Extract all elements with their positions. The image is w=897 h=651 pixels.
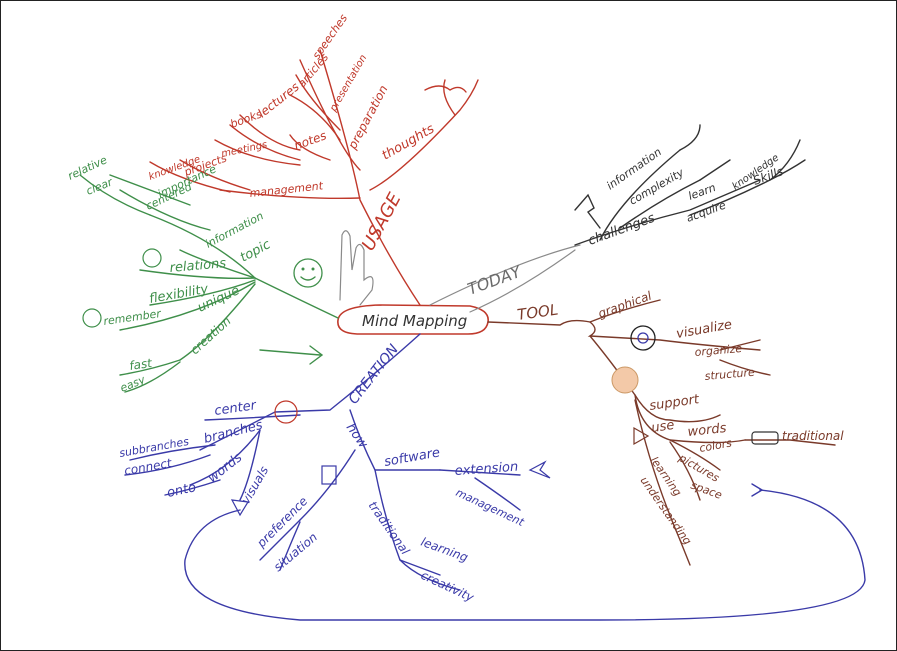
creation-connect: connect — [123, 456, 174, 478]
usage-lectures: lectures — [255, 80, 302, 121]
small-smiley-icon — [142, 248, 162, 268]
usage-label: USAGE — [358, 189, 406, 254]
topic-fast: fast — [128, 356, 154, 373]
smiley-icon — [293, 258, 323, 288]
creation-words: words — [205, 450, 245, 486]
topic-creation: creation — [188, 314, 234, 357]
tool-traditional: traditional — [782, 429, 844, 443]
creation-center: center — [213, 398, 258, 419]
number-one-icon — [274, 400, 298, 424]
topic-clear: clear — [84, 175, 115, 198]
creation-situation: situation — [271, 530, 320, 574]
usage-notes: notes — [292, 128, 328, 153]
tool-support: support — [648, 392, 700, 414]
today-label: TODAY — [465, 262, 525, 299]
remember-face-icon — [82, 308, 102, 328]
topic-relations: relations — [169, 256, 227, 276]
tool-graphical: graphical — [596, 288, 654, 320]
tool-colors: colors — [698, 436, 733, 455]
tool-words: words — [687, 421, 728, 440]
tool-label: TOOL — [516, 300, 559, 324]
return-arrow — [184, 489, 866, 621]
usage-speeches: speeches — [310, 12, 350, 62]
creation-creativity: creativity — [419, 568, 477, 605]
target-icon — [630, 325, 656, 351]
creation-extension: extension — [454, 460, 519, 479]
creation-traditional: traditional — [366, 499, 413, 558]
triangle-icon — [230, 499, 249, 517]
creation-label: CREATION — [346, 341, 403, 407]
creation-branches: branches — [202, 418, 264, 447]
usage-preparation: preparation — [345, 83, 391, 152]
creation-learning: learning — [419, 535, 470, 565]
tool-branch: TOOL graphical visualize organize struct… — [184, 288, 866, 621]
arrow-right-icon — [633, 426, 650, 446]
tool-space: space — [689, 479, 724, 502]
tool-structure: structure — [704, 366, 755, 383]
topic-remember: remember — [103, 307, 163, 328]
tool-use: use — [650, 418, 675, 436]
topic-topic: topic — [238, 237, 273, 265]
creation-branch: CREATION center branches subbranches con… — [118, 333, 551, 605]
creation-visuals: visuals — [238, 464, 271, 507]
creation-subbranches: subbranches — [118, 435, 190, 460]
today-branch: TODAY challenges information complexity … — [429, 124, 806, 313]
sun-face-icon — [611, 366, 639, 394]
topic-easy: easy — [118, 373, 147, 395]
pencil-icon — [751, 431, 779, 445]
usage-meetings: meetings — [220, 139, 268, 159]
flag-icon — [528, 460, 551, 479]
center-node-label: Mind Mapping — [362, 312, 467, 330]
creation-software: software — [383, 445, 441, 470]
usage-presentation: presentation — [328, 53, 370, 114]
today-challenges: challenges — [586, 211, 657, 249]
creation-onto: onto — [166, 480, 198, 501]
tool-organize: organize — [694, 342, 743, 359]
usage-books: books — [229, 107, 264, 130]
document-icon — [321, 465, 337, 485]
hand-doodle — [339, 230, 374, 306]
creation-how: how — [343, 421, 371, 452]
tool-visualize: visualize — [675, 317, 733, 342]
